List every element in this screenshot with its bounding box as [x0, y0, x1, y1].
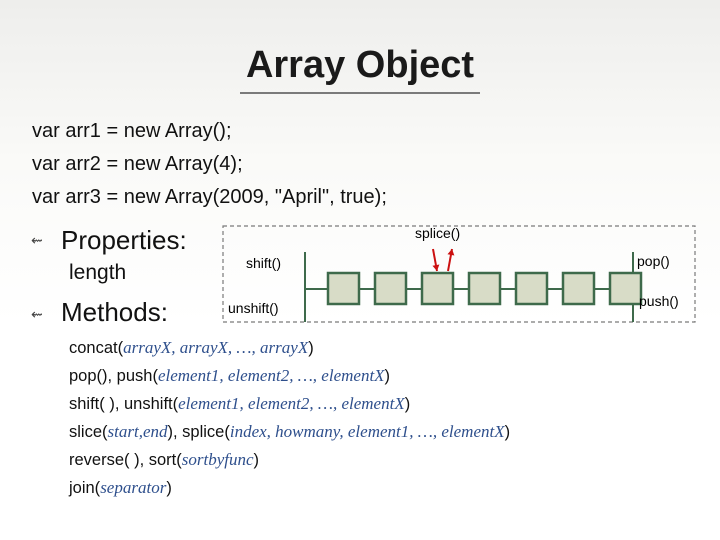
method-name: ): [404, 395, 411, 413]
method-name: ), splice(: [167, 423, 230, 441]
diagram-dashed-frame: [222, 225, 696, 323]
method-name: join(: [69, 479, 101, 497]
method-params: arrayX, arrayX, …, arrayX: [123, 338, 309, 357]
methods-heading: Methods:: [61, 297, 168, 327]
array-cell: [514, 271, 549, 306]
method-line: join(separator): [69, 478, 172, 498]
method-params: start,end: [107, 422, 168, 441]
array-cell: [608, 271, 643, 306]
bullet-arrow-icon: ⇜: [31, 307, 43, 323]
splice-arrow-down-head: [432, 264, 440, 271]
method-line: slice(start,end), splice(index, howmany,…: [69, 422, 510, 442]
array-cell: [373, 271, 408, 306]
method-name: ): [253, 451, 260, 469]
method-name: reverse( ), sort(: [69, 451, 182, 469]
property-length: length: [69, 261, 127, 284]
method-line: reverse( ), sort(sortbyfunc): [69, 450, 259, 470]
method-name: slice(: [69, 423, 108, 441]
splice-arrow-up-head: [447, 249, 455, 256]
method-name: ): [308, 339, 314, 357]
title-underline: [240, 92, 480, 94]
unshift-label: unshift(): [228, 300, 279, 316]
pop-label: pop(): [637, 253, 670, 269]
method-name: shift( ), unshift(: [69, 395, 179, 413]
method-line: pop(), push(element1, element2, …, eleme…: [69, 366, 390, 386]
method-params: element1, element2, …, elementX: [178, 394, 405, 413]
method-name: ): [166, 479, 172, 497]
method-name: ): [504, 423, 511, 441]
code-line-2: var arr2 = new Array(4);: [32, 153, 243, 175]
method-params: element1, element2, …, elementX: [157, 366, 385, 385]
method-name: pop(), push(: [69, 367, 158, 385]
code-line-1: var arr1 = new Array();: [32, 120, 232, 142]
method-name: concat(: [69, 339, 124, 357]
bullet-arrow-icon: ⇜: [31, 233, 43, 249]
method-name: ): [384, 367, 391, 385]
splice-label: splice(): [415, 225, 460, 241]
method-params: sortbyfunc: [181, 450, 254, 469]
method-line: concat(arrayX, arrayX, …, arrayX): [69, 338, 314, 358]
method-params: index, howmany, element1, …, elementX: [229, 422, 505, 441]
array-cell: [420, 271, 455, 306]
properties-heading: Properties:: [61, 225, 187, 255]
method-params: separator: [100, 478, 167, 497]
slide-title: Array Object: [245, 44, 475, 86]
array-cell: [326, 271, 361, 306]
code-line-3: var arr3 = new Array(2009, "April", true…: [32, 186, 387, 208]
shift-label: shift(): [246, 255, 281, 271]
method-line: shift( ), unshift(element1, element2, …,…: [69, 394, 410, 414]
splice-arrows-icon: [432, 248, 455, 272]
array-cell: [561, 271, 596, 306]
array-cell: [467, 271, 502, 306]
array-cells: [326, 271, 643, 306]
push-label: push(): [639, 293, 679, 309]
